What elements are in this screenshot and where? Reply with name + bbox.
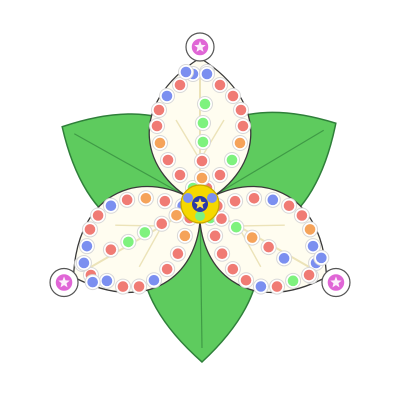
tile-path-right: [202, 190, 330, 295]
board-tile-red[interactable]: [212, 77, 228, 93]
board-tile-red[interactable]: [160, 152, 176, 168]
board-tile-red[interactable]: [169, 245, 186, 262]
board-tile-red[interactable]: [149, 118, 165, 134]
start-space-right[interactable]: [321, 267, 351, 298]
board-tile-orange[interactable]: [152, 135, 168, 151]
board-tile-red[interactable]: [119, 191, 136, 208]
board-tile-blue[interactable]: [313, 249, 330, 266]
board-tile-red[interactable]: [293, 207, 310, 224]
board-tile-red[interactable]: [90, 207, 107, 224]
board-tile-red[interactable]: [281, 197, 298, 214]
board-tile-red[interactable]: [156, 193, 173, 210]
board-tile-blue[interactable]: [276, 250, 293, 267]
board-tile-blue[interactable]: [178, 64, 194, 80]
tile-track: [74, 64, 330, 295]
board-tile-red[interactable]: [224, 261, 241, 278]
start-markers: [49, 32, 351, 298]
board-tile-red[interactable]: [131, 278, 148, 295]
board-tile-orange[interactable]: [194, 170, 210, 186]
board-tile-blue[interactable]: [145, 272, 162, 289]
center-hub[interactable]: [180, 184, 220, 224]
board-tile-blue[interactable]: [75, 254, 92, 271]
board-tile-green[interactable]: [197, 96, 213, 112]
board-tile-orange[interactable]: [176, 227, 193, 244]
board-tile-blue[interactable]: [305, 238, 322, 255]
board-tile-blue[interactable]: [159, 88, 175, 104]
board-tile-red[interactable]: [102, 241, 119, 258]
tile-path-top: [149, 64, 251, 196]
board-tile-red[interactable]: [114, 278, 131, 295]
star-icon: [194, 198, 206, 209]
start-space-left[interactable]: [49, 267, 79, 298]
board-tile-green[interactable]: [224, 152, 240, 168]
board-tile-red[interactable]: [238, 272, 255, 289]
board-tile-blue[interactable]: [252, 278, 269, 295]
board-tile-green[interactable]: [136, 224, 153, 241]
board-tile-red[interactable]: [260, 239, 277, 256]
board-tile-green[interactable]: [285, 272, 302, 289]
board-tile-red[interactable]: [233, 102, 249, 118]
board-tile-blue[interactable]: [78, 238, 95, 255]
board-tile-red[interactable]: [212, 167, 228, 183]
star-icon: [330, 276, 342, 288]
board-tile-red[interactable]: [301, 267, 318, 284]
board-tile-red[interactable]: [153, 215, 170, 232]
board-tile-orange[interactable]: [244, 229, 261, 246]
board-tile-orange[interactable]: [137, 190, 154, 207]
board-tile-red[interactable]: [235, 118, 251, 134]
board-tile-green[interactable]: [195, 115, 211, 131]
board-tile-red[interactable]: [246, 190, 263, 207]
board-tile-green[interactable]: [228, 219, 245, 236]
star-icon: [194, 41, 206, 52]
board-tile-blue[interactable]: [102, 197, 119, 214]
star-icon: [58, 276, 70, 288]
board-tile-red[interactable]: [213, 210, 230, 227]
board-tile-red[interactable]: [227, 193, 244, 210]
board-tile-blue[interactable]: [264, 191, 281, 208]
board-tile-red[interactable]: [214, 245, 231, 262]
board-tile-green[interactable]: [120, 233, 137, 250]
tile-path-left: [74, 190, 198, 295]
board-tile-orange[interactable]: [168, 207, 185, 224]
board-tile-red[interactable]: [269, 278, 286, 295]
board-tile-blue[interactable]: [199, 66, 215, 82]
board-tile-red[interactable]: [159, 261, 176, 278]
board-tile-red[interactable]: [172, 77, 188, 93]
board-tile-blue[interactable]: [98, 272, 115, 289]
board-tile-red[interactable]: [194, 153, 210, 169]
board-tile-red[interactable]: [225, 88, 241, 104]
board-tile-red[interactable]: [81, 221, 98, 238]
board-tile-orange[interactable]: [232, 135, 248, 151]
board-tile-red[interactable]: [151, 102, 167, 118]
board-tile-red[interactable]: [172, 167, 188, 183]
start-space-top[interactable]: [185, 32, 215, 62]
board-tile-red[interactable]: [207, 227, 224, 244]
board-tile-orange[interactable]: [302, 221, 319, 238]
board-tile-green[interactable]: [195, 134, 211, 150]
board-tile-blue[interactable]: [84, 274, 101, 291]
